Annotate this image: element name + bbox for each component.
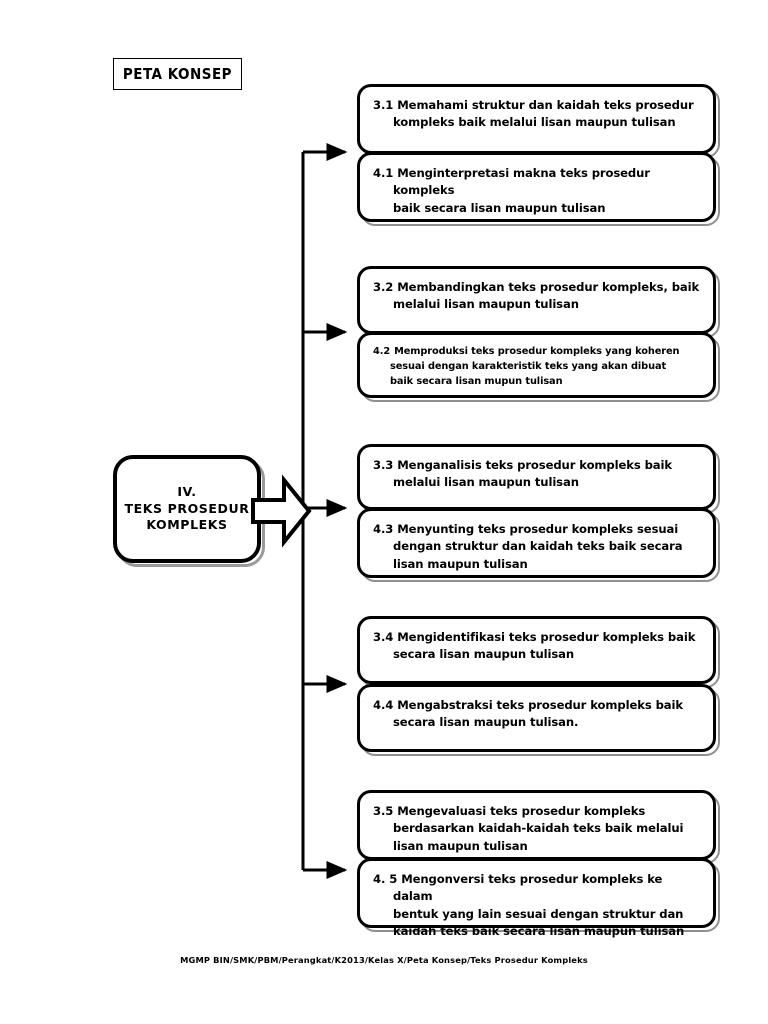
block-arrow-right-icon [251, 474, 312, 548]
box-line-1: Mengabstraksi teks prosedur kompleks bai… [397, 698, 683, 712]
box-code: 3.2 [373, 280, 394, 294]
box-code: 3.3 [373, 458, 394, 472]
box-line-2: baik secara lisan maupun tulisan [393, 200, 606, 215]
center-node-line-1: IV. [177, 484, 197, 500]
box-line-3: kaidah teks baik secara lisan maupun tul… [393, 924, 685, 939]
page-title-box: PETA KONSEP [113, 58, 242, 90]
box-code: 3.4 [373, 630, 394, 644]
box-code: 4.3 [373, 522, 394, 536]
footer: MGMP BIN/SMK/PBM/Perangkat/K2013/Kelas X… [0, 950, 768, 968]
box-code: 4.4 [373, 698, 394, 712]
box-line-1: Mengidentifikasi teks prosedur kompleks … [397, 630, 696, 644]
box-line-2: secara lisan maupun tulisan [393, 647, 575, 662]
box-line-2: sesuai dengan karakteristik teks yang ak… [390, 360, 667, 372]
box-line-1: Menginterpretasi makna teks prosedur kom… [393, 166, 650, 198]
box-line-1: Membandingkan teks prosedur kompleks, ba… [397, 280, 700, 294]
box-line-1: Memproduksi teks prosedur kompleks yang … [394, 346, 680, 357]
box-line-2: berdasarkan kaidah-kaidah teks baik mela… [393, 821, 684, 836]
box-code: 3.5 [373, 804, 394, 818]
box-line-2: melalui lisan maupun tulisan [393, 297, 579, 312]
box-line-1: Mengonversi teks prosedur kompleks ke da… [393, 872, 663, 904]
center-node-body: IV. TEKS PROSEDUR KOMPLEKS [113, 455, 261, 563]
center-node-line-3: KOMPLEKS [146, 517, 228, 533]
box-code: 4. 5 [373, 872, 398, 886]
box-line-1: Memahami struktur dan kaidah teks prosed… [397, 98, 694, 112]
box-line-2: bentuk yang lain sesuai dengan struktur … [393, 906, 684, 921]
box-line-2: melalui lisan maupun tulisan [393, 475, 579, 490]
box-line-1: Menganalisis teks prosedur kompleks baik [397, 458, 673, 472]
box-code: 3.1 [373, 98, 394, 112]
box-code: 4.1 [373, 166, 394, 180]
box-line-3: lisan maupun tulisan [393, 556, 528, 571]
box-line-1: Menyunting teks prosedur kompleks sesuai [397, 522, 679, 536]
center-node-line-2: TEKS PROSEDUR [124, 500, 250, 516]
page-title: PETA KONSEP [122, 65, 233, 83]
box-line-2: kompleks baik melalui lisan maupun tulis… [393, 115, 676, 130]
box-line-3: lisan maupun tulisan [393, 838, 528, 853]
box-line-3: baik secara lisan mupun tulisan [390, 375, 563, 387]
center-node: IV. TEKS PROSEDUR KOMPLEKS [113, 455, 265, 567]
box-code: 4.2 [373, 346, 391, 357]
box-line-1: Mengevaluasi teks prosedur kompleks [397, 804, 646, 818]
box-line-2: secara lisan maupun tulisan. [393, 715, 579, 730]
footer-text: MGMP BIN/SMK/PBM/Perangkat/K2013/Kelas X… [180, 955, 588, 965]
box-line-2: dengan struktur dan kaidah teks baik sec… [393, 539, 683, 554]
